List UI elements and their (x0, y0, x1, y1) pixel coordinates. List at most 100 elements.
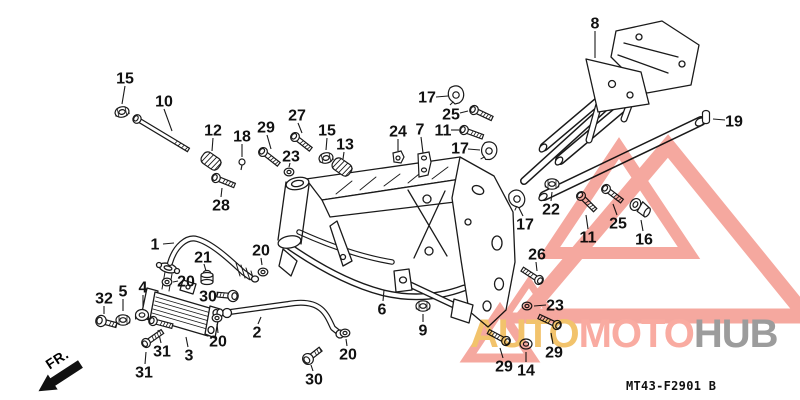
callout-number: 17 (516, 217, 534, 234)
leader-line (172, 280, 179, 283)
leader-line (260, 257, 263, 266)
part-glyph-nut (544, 178, 560, 190)
leader-line (163, 108, 173, 132)
callout-number: 30 (305, 372, 323, 389)
oil-hose-drawings (167, 235, 345, 339)
leader-line (550, 332, 554, 345)
leader-line (345, 338, 348, 347)
callout-number: 5 (119, 284, 128, 301)
leader-line (220, 187, 223, 198)
part-glyph-nut (113, 104, 131, 120)
callout-number: 6 (378, 302, 387, 319)
watermark-text: AUTOMOTOHUB (470, 312, 778, 356)
leader-line (288, 162, 291, 168)
watermark-triangle (499, 275, 559, 320)
part-glyph-bolt (209, 171, 237, 191)
leader-line (459, 110, 469, 114)
leader-line (435, 95, 449, 98)
part-glyph-clip (238, 158, 246, 171)
leader-line (185, 336, 189, 348)
part-glyph-washer (283, 167, 295, 177)
callout-number: 20 (209, 334, 227, 351)
leader-line (257, 316, 262, 325)
callout-number: 7 (416, 122, 425, 139)
callout-number: 26 (528, 247, 546, 264)
leader-line (342, 151, 345, 160)
callout-number: 13 (336, 137, 354, 154)
callout-number: 4 (139, 280, 148, 297)
leader-line (266, 134, 272, 150)
part-glyph-clamp17 (447, 85, 465, 106)
callout-number: 12 (204, 123, 222, 140)
leader-line (640, 219, 644, 232)
callout-number: 24 (389, 124, 407, 141)
leader-line (535, 261, 538, 272)
leader-line (420, 136, 424, 154)
callout-number: 17 (418, 90, 436, 107)
part-glyph-grommet21 (200, 269, 214, 286)
part-glyph-washer (257, 267, 269, 277)
leader-line (585, 214, 589, 230)
fr-arrow-icon (38, 360, 83, 392)
callout-number: 21 (194, 250, 212, 267)
callout-number: 29 (495, 359, 513, 376)
callout-number: 31 (153, 344, 171, 361)
callout-number: 15 (318, 123, 336, 140)
callout-number: 19 (725, 114, 743, 131)
callout-number: 23 (282, 149, 300, 166)
part-glyph-boltlong (130, 112, 192, 155)
diagram-code: MT43-F2901 B (626, 379, 717, 393)
callout-number: 25 (442, 107, 460, 124)
leader-line (712, 118, 726, 121)
callout-number: 17 (451, 141, 469, 158)
part-glyph-nut (415, 300, 431, 312)
callout-number: 11 (435, 123, 452, 140)
leader-line (550, 191, 553, 202)
main-frame-drawing (277, 156, 516, 328)
callout-number: 32 (95, 291, 113, 308)
callout-number: 8 (591, 16, 600, 33)
part-glyph-bolt (256, 145, 283, 169)
callout-number: 31 (135, 365, 153, 382)
callout-number: 20 (177, 274, 195, 291)
callout-number: 22 (542, 202, 560, 219)
callout-number: 30 (199, 289, 217, 306)
callout-number: 20 (252, 243, 270, 260)
leader-line (216, 323, 219, 334)
part-glyph-washer (211, 313, 223, 323)
part-glyph-bolt30 (215, 288, 240, 303)
rear-subframe-drawing (520, 20, 706, 202)
callout-number: 2 (253, 325, 262, 342)
leader-line (297, 122, 303, 134)
watermark-triangle (507, 134, 800, 324)
part-glyph-clip24 (392, 150, 405, 164)
leader-line (203, 263, 207, 272)
callout-number: 3 (185, 348, 194, 365)
leader-line (144, 351, 147, 365)
leader-line (121, 85, 126, 105)
callout-number: 9 (419, 323, 428, 340)
callout-number: 10 (155, 94, 173, 111)
callout-number: 20 (339, 347, 357, 364)
part-glyph-washer (161, 277, 173, 287)
part-glyph-clamp17 (478, 139, 500, 164)
callout-number: 18 (233, 129, 251, 146)
callout-number: 1 (151, 237, 160, 254)
callout-number: 29 (545, 345, 563, 362)
part-glyph-bolt30 (299, 344, 325, 368)
part-glyph-washer (339, 328, 351, 338)
leader-line (382, 289, 385, 302)
leader-line (211, 137, 214, 152)
part-glyph-bolt (467, 103, 495, 124)
leader-line (518, 207, 524, 217)
callout-number: 15 (116, 71, 134, 88)
watermark-triangle (459, 301, 541, 363)
callout-number: 27 (288, 108, 306, 125)
part-glyph-cyl19 (701, 109, 711, 125)
part-glyph-bolt (457, 123, 485, 142)
leader-line (325, 137, 328, 151)
callout-number: 14 (517, 363, 535, 380)
